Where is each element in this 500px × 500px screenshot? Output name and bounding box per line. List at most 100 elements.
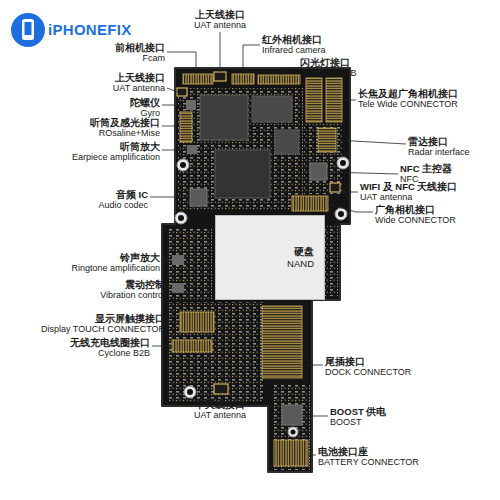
leader-line (167, 288, 172, 289)
leader-line (243, 45, 260, 74)
part-callout: 电池接口座 (318, 446, 368, 457)
part-callout: 听筒放大 (120, 141, 160, 152)
part-callout: Infrared camera (262, 45, 326, 56)
part-callout: UAT antenna (113, 83, 165, 94)
part-callout: Wide CONNECTOR (375, 215, 456, 226)
part-callout: 红外相机接口 (262, 34, 322, 45)
part-callout: UAT antenna (194, 20, 246, 31)
component-area (168, 228, 212, 300)
leader-line (327, 172, 398, 174)
mounting-hole (187, 389, 193, 395)
leader-line (302, 365, 323, 366)
part-callout: Cyclone B2B (98, 348, 150, 359)
connector (318, 128, 336, 152)
part-callout: 无线充电线圈接口 (70, 337, 150, 348)
mounting-hole (180, 162, 186, 168)
part-callout: BATTERY CONNECTOR (318, 457, 419, 468)
part-callout: 尾插接口 (325, 356, 365, 367)
mounting-hole (291, 430, 296, 435)
part-callout: Ringtone amplification (71, 263, 160, 274)
amplifier-chip (187, 145, 197, 154)
part-callout: UAT antenna (360, 192, 412, 203)
boost-chip (282, 405, 302, 425)
nand-chip: 硬盘NAND (215, 215, 325, 300)
chip (200, 95, 248, 140)
mounting-hole (288, 427, 298, 437)
logo-badge (11, 13, 45, 47)
part-callout: Fcam (143, 53, 166, 64)
connector (274, 440, 308, 466)
part-callout: DOCK CONNECTOR (325, 367, 411, 378)
part-callout: Radar interface (408, 147, 470, 158)
mounting-hole (335, 208, 347, 220)
connector (232, 74, 254, 84)
chip (215, 150, 270, 198)
component-area (168, 302, 263, 402)
mounting-hole (337, 157, 349, 169)
logo-phone-icon (22, 19, 34, 40)
amplifier-chip (172, 255, 184, 265)
audio-chip (190, 189, 207, 206)
leader-line (280, 68, 298, 75)
part-callout: 广角相机接口 (375, 204, 435, 215)
part-callout: NFC 主控器 (400, 163, 452, 174)
antenna-pad (214, 72, 226, 81)
leader-line (342, 100, 356, 101)
part-callout: Vibration control (100, 290, 165, 301)
part-callout: Tele Wide CONNECTOR (358, 99, 458, 110)
part-callout: 雷达接口 (408, 136, 448, 147)
connector (183, 74, 213, 84)
part-callout: ROsaline+Mise (99, 128, 160, 139)
mounting-hole (177, 159, 189, 171)
logo-phone-screen (25, 22, 32, 35)
part-callout: 听筒及感光接口 (90, 117, 160, 128)
part-callout: 长焦及超广角相机接口 (358, 88, 458, 99)
part-callout: 上天线接口 (195, 9, 245, 20)
leader-line (162, 150, 187, 151)
component-area (178, 88, 303, 210)
mounting-hole (340, 160, 346, 166)
part-callout: 显示屏触摸接口 (95, 313, 165, 324)
leader-line (308, 455, 316, 456)
connector (258, 75, 300, 84)
driver-chip (172, 283, 184, 293)
leader-line (302, 416, 328, 417)
part-callout: Display TOUCH CONNECTOR (41, 324, 165, 335)
leader-line (167, 88, 178, 92)
brand-logo-text: iPHONEFIX (48, 21, 132, 39)
leader-line (162, 260, 172, 261)
part-callout: WIFI 及 NFC 天线接口 (360, 181, 458, 192)
nfc-chip (310, 163, 327, 180)
leader-line (328, 204, 373, 212)
leader-line (150, 197, 190, 198)
leader-line (167, 321, 180, 322)
leader-line (167, 52, 196, 74)
chip (275, 130, 299, 154)
leader-line (340, 188, 358, 192)
part-callout: 陀螺仪 (130, 97, 160, 108)
part-callout: 音频 IC (116, 189, 148, 200)
connector (306, 78, 322, 122)
antenna-pad (214, 384, 228, 394)
part-callout: 铃声放大 (120, 252, 160, 263)
mounting-hole (178, 215, 184, 221)
part-callout: UAT antenna (194, 410, 246, 421)
connector (262, 306, 302, 378)
connector (326, 78, 342, 122)
part-callout: BOOST (330, 417, 362, 428)
mounting-hole (175, 212, 187, 224)
antenna-pad (177, 88, 187, 96)
connector (180, 312, 214, 332)
mounting-hole (184, 386, 196, 398)
leader-line (162, 126, 180, 127)
part-callout: 下天线接口 (195, 399, 245, 410)
part-callout: STROBE B2B (300, 68, 357, 79)
part-callout: Earpiece amplification (72, 152, 160, 163)
leader-line (152, 346, 172, 347)
part-callout: 震动控制 (125, 279, 165, 290)
gyro-chip (186, 100, 196, 110)
part-callout: BOOST 供电 (330, 406, 386, 417)
part-callout: 闪光灯接口 (300, 57, 350, 68)
